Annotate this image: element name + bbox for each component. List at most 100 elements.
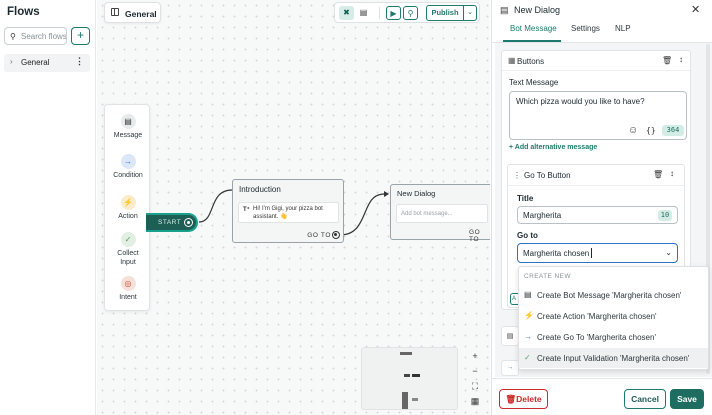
tab-settings[interactable]: Settings xyxy=(571,24,600,33)
tab-bot-message[interactable]: Bot Message xyxy=(510,24,557,33)
card-divider xyxy=(508,185,684,186)
message-icon: ▤ xyxy=(120,114,136,129)
start-node-label: START xyxy=(158,219,182,226)
title-label: Title xyxy=(517,194,534,203)
check-icon: ✓ xyxy=(524,353,531,362)
lightning-icon: ⚡ xyxy=(524,311,534,320)
text-message-textarea[interactable]: Which pizza would you like to have? ☺ {}… xyxy=(509,91,687,140)
delete-button[interactable]: 🗑Delete xyxy=(499,389,548,409)
arrow-right-icon: → xyxy=(120,154,136,169)
minimap-preview xyxy=(400,352,420,409)
check-icon: ✓ xyxy=(120,232,136,247)
chevron-right-icon[interactable]: › xyxy=(10,57,13,66)
chat-icon[interactable]: ▤ xyxy=(359,8,368,17)
message-icon: ▤ xyxy=(501,326,519,346)
goto-label: Go to xyxy=(517,231,538,240)
toolbar-divider xyxy=(379,7,380,19)
flow-name: General xyxy=(125,9,157,19)
add-button-partial[interactable]: A xyxy=(510,293,518,305)
palette-item-collect-input[interactable]: ✓ Collect Input xyxy=(105,232,151,267)
flow-item-general[interactable]: › General ⋮ xyxy=(4,54,90,72)
palette-item-message[interactable]: ▤ Message xyxy=(105,114,151,141)
active-tab-indicator xyxy=(503,40,561,42)
add-flow-button[interactable]: + xyxy=(71,27,90,45)
flow-search-input[interactable] xyxy=(21,30,66,43)
flows-title: Flows xyxy=(7,6,40,18)
chevron-down-icon[interactable]: ⌄ xyxy=(665,248,672,257)
trash-icon: 🗑 xyxy=(505,394,517,404)
minimap[interactable] xyxy=(361,347,458,410)
dropdown-section-label: CREATE NEW xyxy=(524,273,571,280)
node-message: T⁺ Hi! I'm Gigi, your pizza bot assistan… xyxy=(238,202,339,223)
grid-icon[interactable]: ▦ xyxy=(470,396,480,406)
search-icon[interactable]: ⚲ xyxy=(403,6,418,20)
start-node[interactable]: START xyxy=(146,213,198,232)
goto-label: GO TO xyxy=(307,232,331,239)
zoom-in-icon[interactable]: + xyxy=(472,351,478,361)
palette-item-action[interactable]: ⚡ Action xyxy=(105,195,151,222)
chevron-down-icon[interactable]: ⌄ xyxy=(463,5,477,21)
play-icon[interactable]: ▶ xyxy=(386,6,401,20)
fit-view-icon[interactable]: ⛶ xyxy=(471,381,479,391)
node-message-placeholder: Add bot message... xyxy=(396,204,488,223)
flow-item-label: General xyxy=(21,58,50,67)
card-header: Buttons xyxy=(517,57,545,66)
add-alternative-message-link[interactable]: + Add alternative message xyxy=(509,144,598,151)
char-count-badge: 10 xyxy=(658,210,672,221)
dropdown-item-create-go-to[interactable]: → Create Go To 'Margherita chosen' xyxy=(524,332,656,342)
text-caret xyxy=(591,248,592,258)
goto-select-input[interactable]: Margherita chosen ⌄ xyxy=(517,243,678,263)
footer-divider xyxy=(491,378,712,379)
connector-start-intro xyxy=(198,189,233,223)
start-output-handle[interactable] xyxy=(184,218,193,227)
arrow-right-icon: → xyxy=(524,332,532,341)
lightning-icon: ⚡ xyxy=(120,195,136,210)
trash-icon[interactable]: 🗑 xyxy=(662,56,673,65)
palette-item-condition[interactable]: → Condition xyxy=(105,154,151,181)
new-dialog-node[interactable]: New Dialog Add bot message... GO TO xyxy=(390,184,490,243)
text-message-label: Text Message xyxy=(509,78,559,87)
plus-icon: + xyxy=(76,28,84,42)
more-options-icon[interactable]: ⋮ xyxy=(75,56,84,66)
target-icon: ◎ xyxy=(120,276,136,291)
dropdown-item-create-input-validation[interactable]: ✓ Create Input Validation 'Margherita ch… xyxy=(519,348,708,368)
char-count-badge: 364 xyxy=(662,125,684,136)
tab-nlp[interactable]: NLP xyxy=(615,24,631,33)
flow-search-box[interactable]: ⚲ xyxy=(4,27,67,45)
connector-intro-dialog xyxy=(339,193,385,236)
node-title: Introduction xyxy=(239,185,281,194)
palette-item-intent[interactable]: ◎ Intent xyxy=(105,276,151,303)
flow-name-chip[interactable]: General xyxy=(104,2,161,23)
dropdown-item-create-bot-message[interactable]: ▤ Create Bot Message 'Margherita chosen' xyxy=(524,290,682,300)
collapse-icon[interactable]: ↕ xyxy=(670,169,674,178)
emoji-icon[interactable]: ☺ xyxy=(628,125,639,136)
close-icon[interactable]: ✕ xyxy=(691,4,701,16)
node-palette: ▤ Message → Condition ⚡ Action ✓ Collect… xyxy=(104,104,150,311)
wrench-icon[interactable]: ✖ xyxy=(339,6,354,20)
card-divider xyxy=(502,70,690,71)
canvas-toolbar: ✖ ▤ ▶ ⚲ Publish ⌄ xyxy=(334,2,480,23)
tabs-divider xyxy=(491,42,712,43)
text-icon: T⁺ xyxy=(243,207,250,213)
sidebar-toggle-icon xyxy=(111,8,119,16)
introduction-node[interactable]: Introduction T⁺ Hi! I'm Gigi, your pizza… xyxy=(232,179,344,243)
zoom-out-icon[interactable]: − xyxy=(472,366,478,376)
cancel-button[interactable]: Cancel xyxy=(624,389,666,409)
variables-icon[interactable]: {} xyxy=(646,126,656,135)
goto-label: GO TO xyxy=(469,229,481,243)
node-title: New Dialog xyxy=(397,189,436,198)
connector-arrowhead xyxy=(384,191,389,197)
intro-output-handle[interactable] xyxy=(332,231,340,239)
trash-icon[interactable]: 🗑 xyxy=(653,170,664,179)
panel-scrollbar[interactable] xyxy=(706,44,710,374)
dropdown-item-create-action[interactable]: ⚡ Create Action 'Margherita chosen' xyxy=(524,311,657,321)
arrow-right-icon: → xyxy=(501,360,519,376)
save-button[interactable]: Save xyxy=(670,389,704,409)
title-input[interactable]: Margherita 10 xyxy=(517,206,678,224)
zoom-controls: + − ⛶ ▦ xyxy=(464,347,486,411)
collapse-icon[interactable]: ↕ xyxy=(679,55,683,64)
dialog-title[interactable]: New Dialog xyxy=(514,5,561,15)
publish-button[interactable]: Publish xyxy=(426,5,463,21)
drag-handle-icon[interactable]: ⋮ xyxy=(513,171,521,180)
